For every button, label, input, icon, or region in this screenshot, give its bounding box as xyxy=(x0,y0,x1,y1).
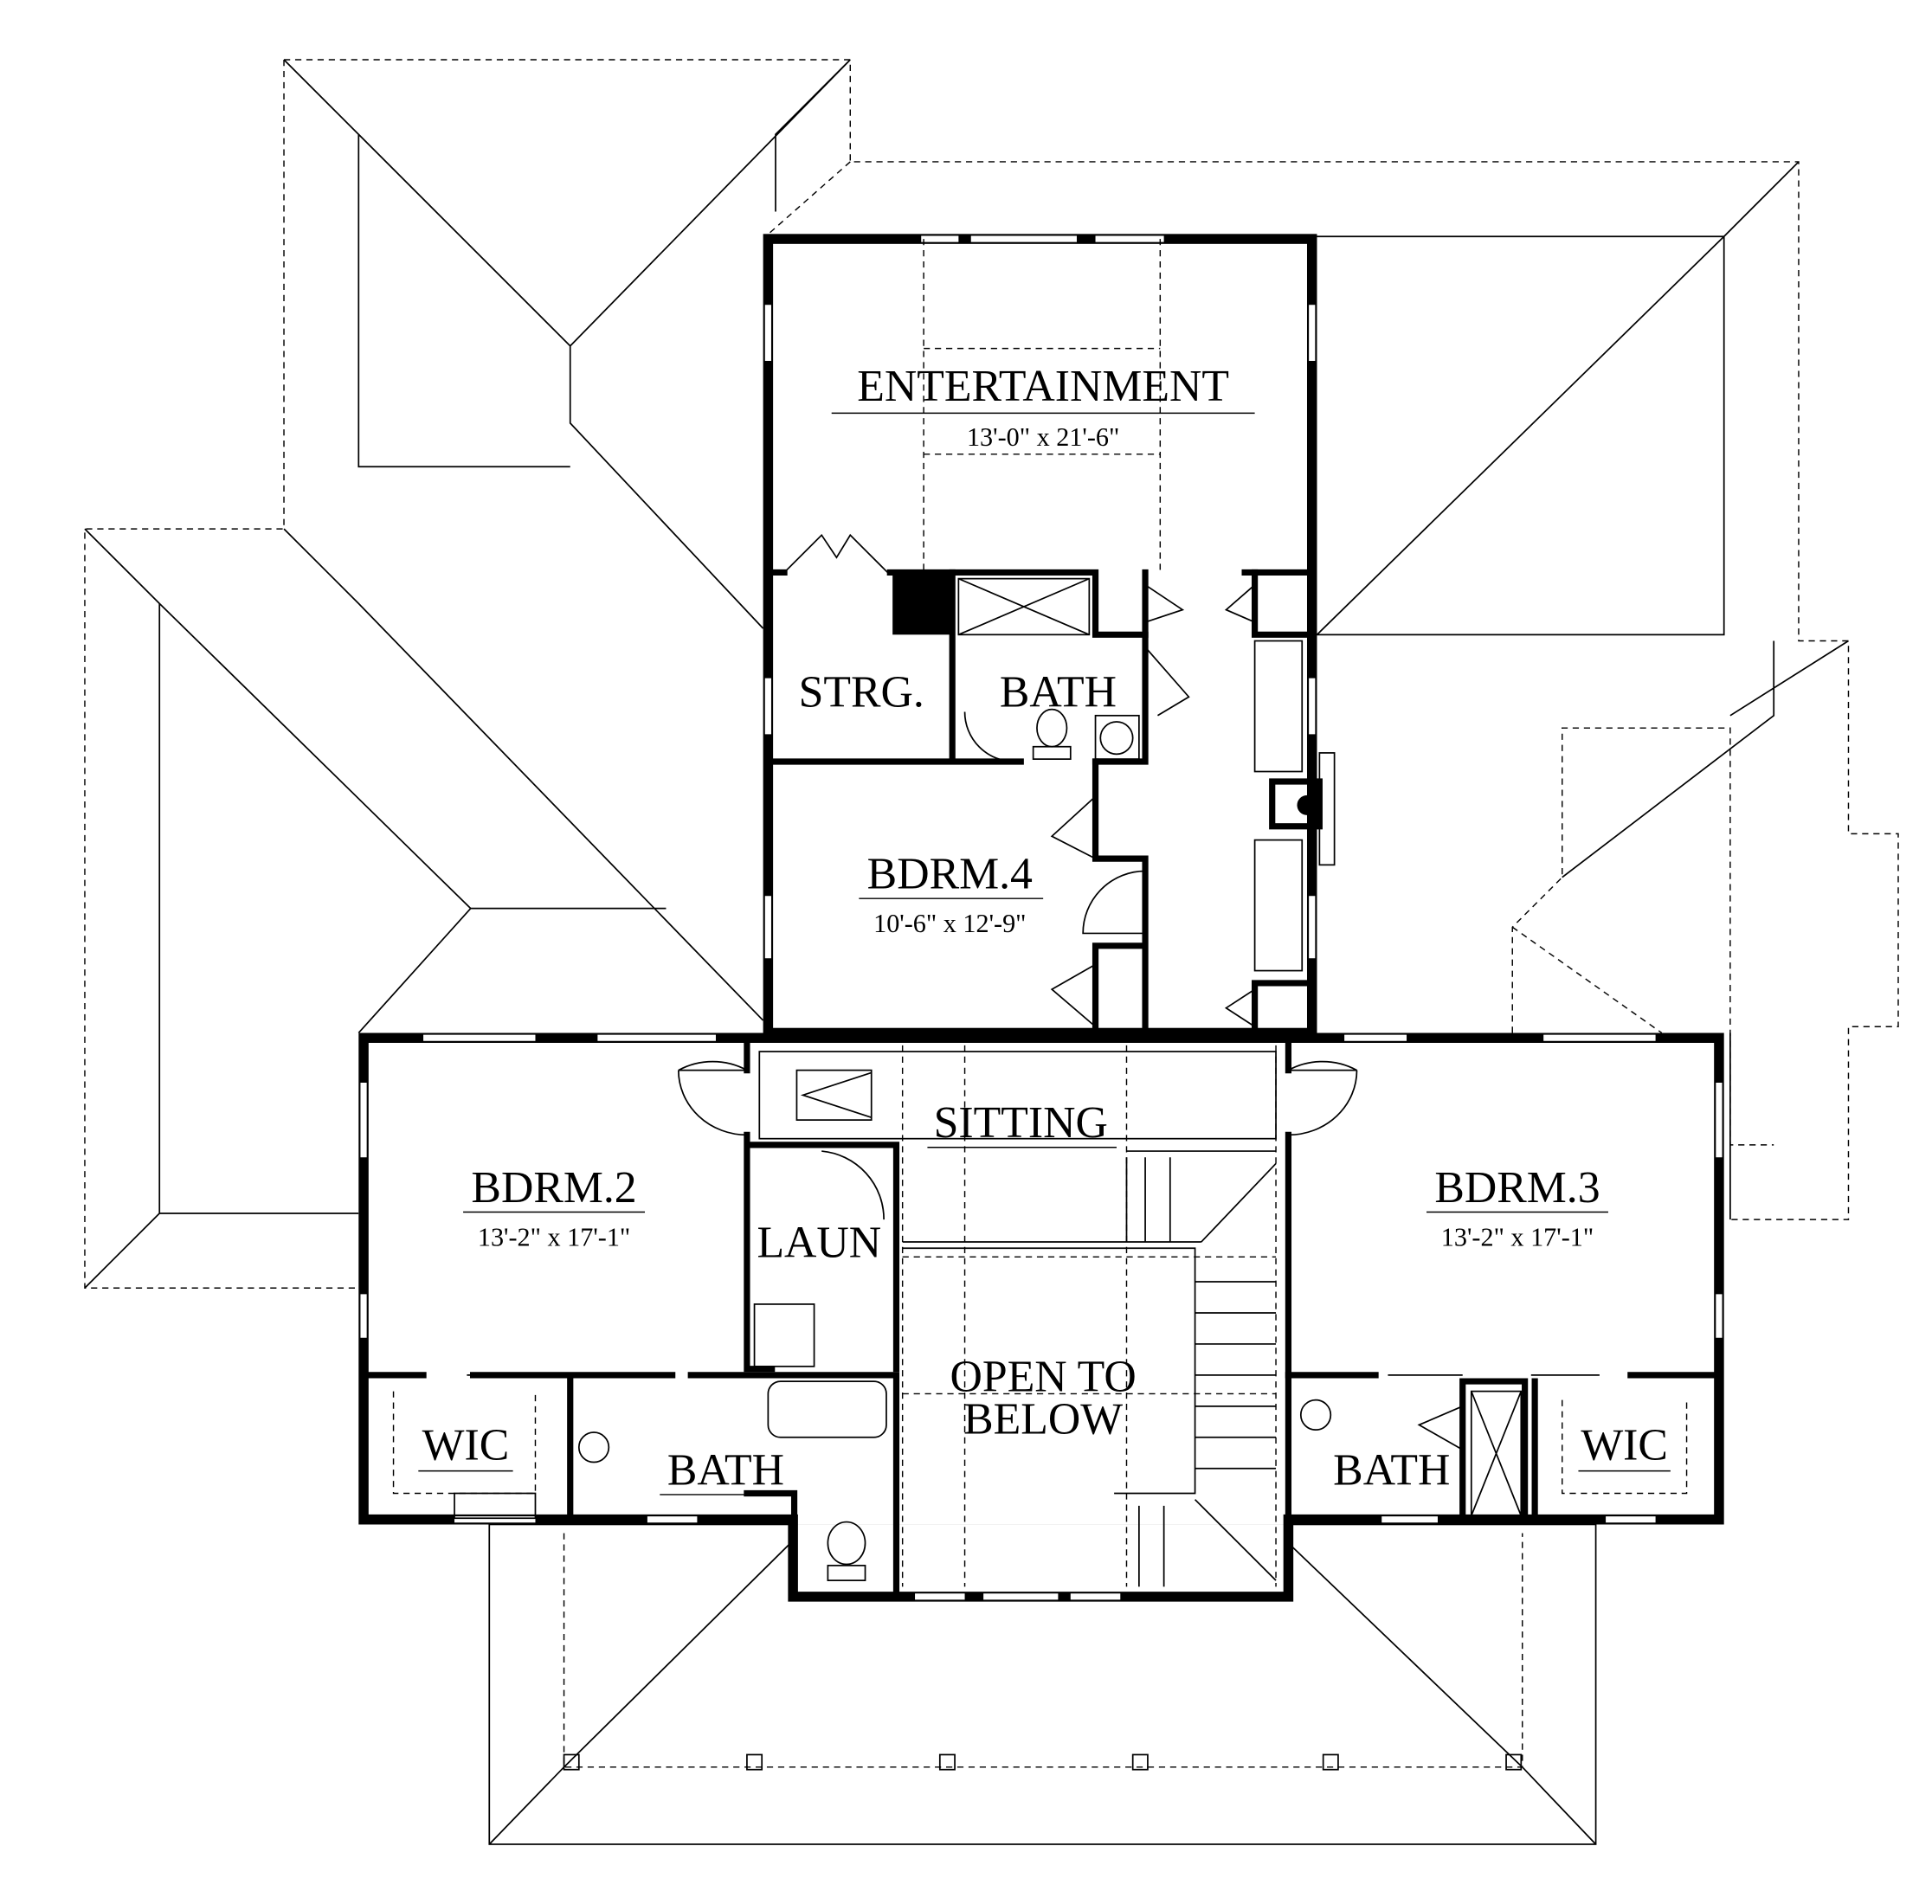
roof-lines xyxy=(84,59,1899,1289)
room-size-entertainment: 13'-0" x 21'-6" xyxy=(967,422,1119,452)
room-label-storage: STRG. xyxy=(799,668,924,717)
room-label-bdrm4: BDRM.4 xyxy=(867,850,1033,899)
room-label-bath-right: BATH xyxy=(1333,1445,1450,1495)
room-label-entertainment: ENTERTAINMENT xyxy=(857,362,1229,411)
room-size-bdrm4: 10'-6" x 12'-9" xyxy=(873,909,1026,938)
room-label-bath-upper: BATH xyxy=(1000,668,1117,717)
room-label-open-to-below-2: BELOW xyxy=(963,1394,1123,1444)
room-size-bdrm3: 13'-2" x 17'-1" xyxy=(1441,1222,1594,1251)
room-label-wic-right: WIC xyxy=(1581,1421,1668,1470)
room-label-bdrm2: BDRM.2 xyxy=(471,1163,636,1213)
interior-walls xyxy=(360,569,1723,1600)
room-label-wic-left: WIC xyxy=(422,1421,510,1470)
room-label-sitting: SITTING xyxy=(934,1098,1108,1148)
house-footprint xyxy=(358,234,1724,1599)
room-labels: ENTERTAINMENT 13'-0" x 21'-6" STRG. BATH… xyxy=(418,362,1671,1496)
room-label-bath-left: BATH xyxy=(667,1445,784,1495)
room-label-open-to-below-1: OPEN TO xyxy=(950,1353,1137,1402)
room-size-bdrm2: 13'-2" x 17'-1" xyxy=(478,1222,630,1251)
room-label-bdrm3: BDRM.3 xyxy=(1434,1163,1600,1213)
stairs xyxy=(901,1045,1277,1587)
room-label-laundry: LAUN xyxy=(757,1218,881,1267)
